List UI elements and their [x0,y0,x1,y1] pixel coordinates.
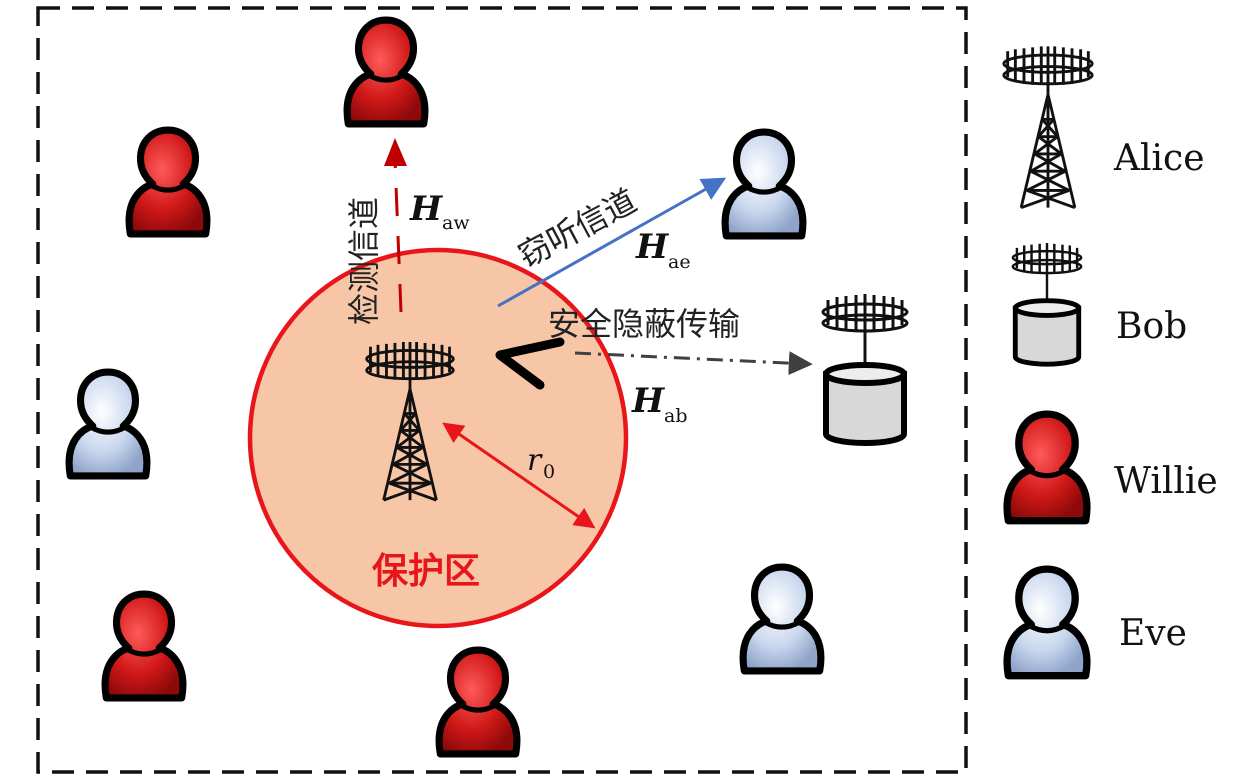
detection-channel-label: 检测信道 [345,197,383,325]
legend: Alice Bob Willie Eve [1002,44,1218,676]
eavesdrop-channel-arrow [497,177,727,308]
eve-person-icon [743,567,821,671]
h-aw-symbol: H [409,189,444,229]
bob-station-icon [823,294,907,443]
protected-zone-label: 保护区 [372,551,480,592]
legend-bob-station-icon [1013,243,1081,364]
detection-arrowhead [384,138,407,166]
h-ae-symbol: H [635,227,670,267]
covert-transmission-arrow [574,351,813,376]
legend-willie-label: Willie [1114,461,1218,502]
h-ab-subscript: ab [664,405,688,427]
legend-bob-label: Bob [1116,306,1187,347]
radius-subscript: 0 [543,461,555,483]
willie-person-icon [439,650,517,754]
willie-person-icon [105,594,183,698]
willie-person-icon [129,130,207,234]
radius-arrow [442,422,596,529]
detection-channel-arrow [393,159,403,313]
radius-symbol: r [527,443,543,478]
legend-willie-icon [1007,414,1087,521]
legend-eve-icon [1007,569,1087,676]
legend-alice-tower-icon [1002,44,1094,210]
feedback-arrow-icon [495,337,565,390]
covert-transmission-label: 安全隐蔽传输 [548,305,740,343]
eve-person-icon [69,372,147,476]
willie-person-icon [347,20,425,124]
legend-alice-label: Alice [1113,138,1205,179]
h-ae-subscript: ae [668,251,691,273]
legend-eve-label: Eve [1119,613,1187,654]
system-boundary [36,6,968,774]
h-aw-subscript: aw [442,212,470,234]
eve-person-icon [725,132,803,236]
h-ab-symbol: H [631,381,666,421]
